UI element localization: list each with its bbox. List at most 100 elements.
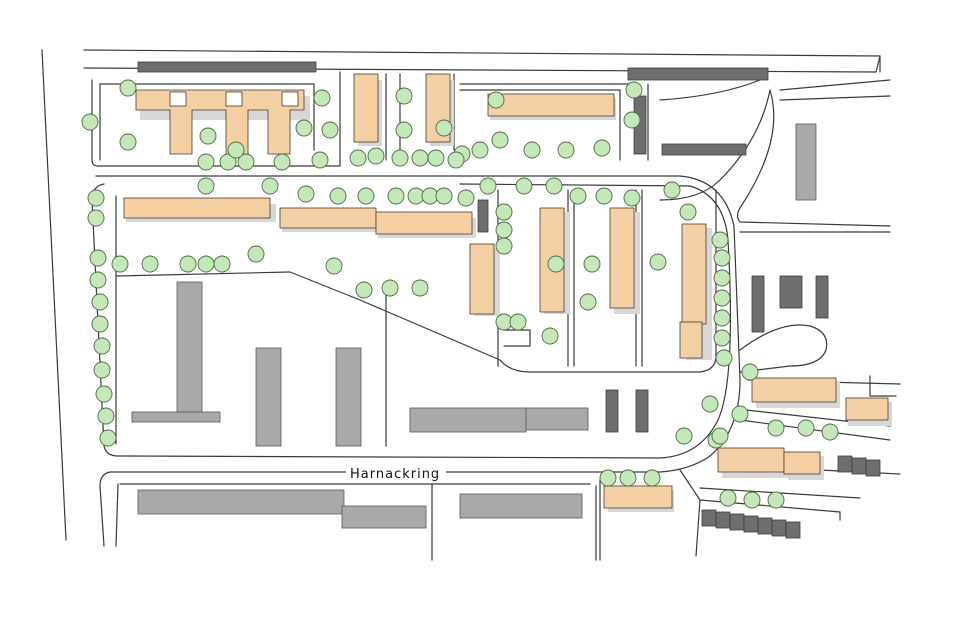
tree-icon: [623, 111, 641, 129]
tree-icon: [387, 187, 405, 205]
tree-icon: [391, 149, 409, 167]
tree-icon: [87, 189, 105, 207]
tree-icon: [579, 293, 597, 311]
tree-icon: [491, 131, 509, 149]
tree-icon: [495, 203, 513, 221]
tree-icon: [713, 289, 731, 307]
tree-icon: [197, 255, 215, 273]
tree-icon: [711, 231, 729, 249]
tree-icon: [557, 141, 575, 159]
tree-icon: [141, 255, 159, 273]
tree-icon: [495, 221, 513, 239]
tree-icon: [87, 209, 105, 227]
tree-icon: [273, 153, 291, 171]
tree-icon: [219, 153, 237, 171]
tree-icon: [227, 141, 245, 159]
tree-icon: [593, 139, 611, 157]
tree-icon: [713, 249, 731, 267]
building-e-block: [135, 89, 305, 155]
tree-icon: [95, 385, 113, 403]
tree-icon: [713, 269, 731, 287]
tree-icon: [679, 203, 697, 221]
tree-icon: [715, 349, 733, 367]
tree-icon: [91, 293, 109, 311]
tree-icon: [625, 81, 643, 99]
tree-icon: [321, 121, 339, 139]
tree-icon: [623, 189, 641, 207]
tree-icon: [367, 147, 385, 165]
tree-icon: [89, 249, 107, 267]
tree-icon: [247, 245, 265, 263]
street-name: Harnackring: [350, 467, 440, 482]
tree-icon: [447, 151, 465, 169]
tree-icon: [81, 113, 99, 131]
tree-icon: [197, 153, 215, 171]
tree-icon: [395, 121, 413, 139]
tree-icon: [479, 177, 497, 195]
tree-icon: [311, 151, 329, 169]
tree-icon: [99, 429, 117, 447]
existing-buildings: [131, 61, 881, 539]
tree-icon: [495, 237, 513, 255]
tree-icon: [111, 255, 129, 273]
tree-icon: [297, 185, 315, 203]
tree-icon: [713, 309, 731, 327]
tree-icon: [731, 405, 749, 423]
tree-icon: [643, 469, 661, 487]
tree-icon: [427, 149, 445, 167]
tree-icon: [349, 149, 367, 167]
tree-icon: [741, 363, 759, 381]
tree-icon: [743, 491, 761, 509]
tree-icon: [767, 491, 785, 509]
tree-icon: [547, 255, 565, 273]
tree-icon: [325, 257, 343, 275]
tree-icon: [619, 469, 637, 487]
tree-icon: [313, 89, 331, 107]
tree-icon: [457, 189, 475, 207]
tree-icon: [435, 119, 453, 137]
tree-icon: [701, 395, 719, 413]
tree-layer: [81, 79, 839, 509]
tree-icon: [395, 87, 413, 105]
street-label-harnackring: Harnackring: [346, 464, 446, 482]
tree-icon: [569, 187, 587, 205]
tree-icon: [179, 255, 197, 273]
tree-icon: [213, 255, 231, 273]
tree-icon: [199, 127, 217, 145]
tree-icon: [357, 187, 375, 205]
tree-icon: [329, 187, 347, 205]
tree-icon: [487, 91, 505, 109]
tree-icon: [435, 187, 453, 205]
tree-icon: [515, 177, 533, 195]
tree-icon: [713, 329, 731, 347]
tree-icon: [355, 281, 373, 299]
tree-icon: [411, 279, 429, 297]
tree-icon: [545, 177, 563, 195]
tree-icon: [711, 427, 729, 445]
tree-icon: [797, 419, 815, 437]
tree-icon: [523, 141, 541, 159]
tree-icon: [471, 141, 489, 159]
tree-icon: [767, 419, 785, 437]
tree-icon: [663, 181, 681, 199]
tree-icon: [89, 271, 107, 289]
tree-icon: [97, 407, 115, 425]
tree-icon: [93, 337, 111, 355]
tree-icon: [261, 177, 279, 195]
tree-icon: [595, 187, 613, 205]
tree-icon: [381, 279, 399, 297]
new-buildings: [123, 73, 889, 509]
tree-icon: [675, 427, 693, 445]
tree-icon: [411, 149, 429, 167]
tree-icon: [93, 361, 111, 379]
tree-icon: [541, 327, 559, 345]
tree-icon: [583, 255, 601, 273]
tree-icon: [119, 79, 137, 97]
tree-icon: [91, 315, 109, 333]
tree-icon: [295, 119, 313, 137]
tree-icon: [649, 253, 667, 271]
tree-icon: [197, 177, 215, 195]
tree-icon: [119, 133, 137, 151]
tree-icon: [719, 489, 737, 507]
